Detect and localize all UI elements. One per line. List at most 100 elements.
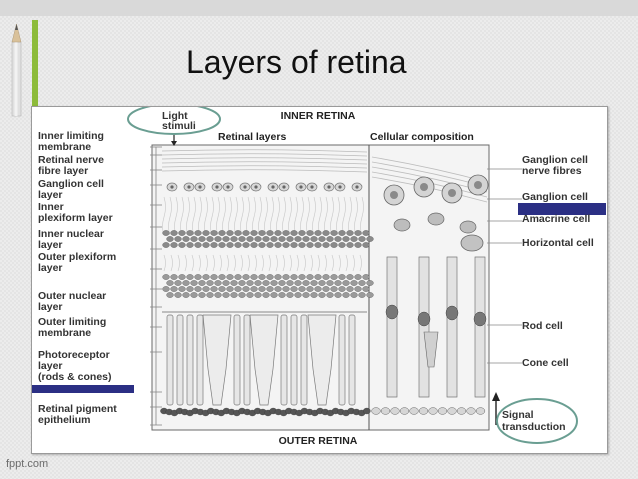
- inner-nuclear-cell: [286, 236, 294, 242]
- plexiform-fibre: [204, 196, 208, 236]
- column-cellular-composition-line: Cellular composition: [370, 131, 474, 143]
- cone-segment: [307, 314, 337, 406]
- inner-nuclear-cell: [226, 242, 234, 248]
- left-layer-label-line: Outer limiting: [38, 316, 106, 328]
- inner-nuclear-cell: [342, 236, 350, 242]
- inner-nuclear-cell: [242, 242, 250, 248]
- header-outer-retina: OUTER RETINA: [279, 435, 358, 447]
- plexiform-fibre: [300, 196, 304, 236]
- outer-nuclear-cell: [242, 286, 250, 292]
- column-retinal-layers-line: Retinal layers: [218, 131, 286, 143]
- inner-nuclear-cell: [314, 242, 322, 248]
- ganglion-nucleus: [170, 185, 174, 189]
- inner-nuclear-cell: [290, 230, 298, 236]
- plexiform-fibre: [228, 196, 232, 236]
- ganglion-nucleus: [215, 185, 219, 189]
- outer-plexiform-fibre: [352, 254, 355, 272]
- inner-nuclear-cell: [234, 230, 242, 236]
- outer-plexiform-fibre: [240, 254, 243, 272]
- cone-segment: [202, 314, 232, 406]
- outer-nuclear-cell: [330, 286, 338, 292]
- left-layer-label-line: plexiform layer: [38, 212, 113, 224]
- column-cellular-composition: Cellular composition: [370, 131, 474, 143]
- inner-nuclear-cell: [182, 236, 190, 242]
- outer-nuclear-cell: [190, 292, 198, 298]
- outer-nuclear-cell: [162, 274, 170, 280]
- inner-nuclear-cell: [290, 242, 298, 248]
- outer-plexiform-fibre: [289, 254, 292, 272]
- footer-text: fppt.com: [6, 458, 49, 470]
- left-layer-label-line: Ganglion cell: [38, 178, 104, 190]
- plexiform-fibre: [186, 196, 190, 236]
- outer-nuclear-cell: [286, 280, 294, 286]
- rod-segment: [348, 314, 356, 406]
- outer-nuclear-cell: [266, 274, 274, 280]
- outer-nuclear-cell: [242, 274, 250, 280]
- ganglion-nucleus: [254, 185, 258, 189]
- outer-nuclear-cell: [178, 274, 186, 280]
- outer-nuclear-cell: [294, 280, 302, 286]
- inner-nuclear-cell: [258, 230, 266, 236]
- outer-nuclear-cell: [190, 280, 198, 286]
- inner-nuclear-cell: [298, 230, 306, 236]
- inner-nuclear-cell: [214, 236, 222, 242]
- inner-nuclear-cell: [198, 236, 206, 242]
- outer-nuclear-cell: [182, 280, 190, 286]
- outer-plexiform-fibre: [205, 254, 208, 272]
- right-cell-label: Amacrine cell: [522, 213, 590, 225]
- inner-nuclear-cell: [322, 230, 330, 236]
- inner-nuclear-cell: [266, 242, 274, 248]
- outer-plexiform-fibre: [177, 254, 180, 272]
- amacrine-cell: [459, 220, 477, 234]
- left-layer-label-line: Retinal pigment: [38, 403, 117, 415]
- outer-nuclear-cell: [206, 292, 214, 298]
- ganglion-nucleus: [243, 185, 247, 189]
- outer-nuclear-cell: [254, 280, 262, 286]
- outer-nuclear-cell: [358, 292, 366, 298]
- outer-nuclear-cell: [186, 274, 194, 280]
- right-cell-label-line: Ganglion cell: [522, 154, 588, 166]
- outer-nuclear-cell: [162, 286, 170, 292]
- outer-nuclear-cell: [210, 274, 218, 280]
- outer-nuclear-cell: [310, 280, 318, 286]
- plexiform-fibre: [336, 196, 340, 236]
- outer-plexiform-fibre: [184, 254, 187, 272]
- inner-nuclear-cell: [362, 242, 370, 248]
- outer-nuclear-cell: [274, 274, 282, 280]
- outer-nuclear-cell: [230, 280, 238, 286]
- plexiform-fibre: [360, 196, 364, 236]
- outer-nuclear-cell: [338, 286, 346, 292]
- rod-segment: [338, 314, 346, 406]
- inner-nuclear-cell: [162, 242, 170, 248]
- inner-nuclear-cell: [266, 230, 274, 236]
- outer-nuclear-cell: [194, 286, 202, 292]
- epithelium-cell: [466, 407, 476, 415]
- outer-nuclear-cell: [202, 286, 210, 292]
- outer-plexiform-fibre: [191, 254, 194, 272]
- plexiform-fibre: [174, 196, 178, 236]
- accent-bar: [32, 20, 38, 115]
- inner-nuclear-cell: [282, 230, 290, 236]
- inner-nuclear-cell: [226, 230, 234, 236]
- outer-nuclear-cell: [250, 274, 258, 280]
- outer-plexiform-fibre: [219, 254, 222, 272]
- ganglion-nucleus: [338, 185, 342, 189]
- rod-segment: [186, 314, 194, 406]
- outer-plexiform-fibre: [303, 254, 306, 272]
- outer-plexiform-fibre: [317, 254, 320, 272]
- outer-nuclear-cell: [290, 274, 298, 280]
- outer-nuclear-cell: [306, 274, 314, 280]
- plexiform-fibre: [168, 196, 172, 236]
- left-layer-label-line: layer: [38, 239, 63, 251]
- plexiform-fibre: [342, 196, 346, 236]
- inner-nuclear-cell: [338, 242, 346, 248]
- photoreceptor-nucleus: [385, 304, 399, 320]
- outer-nuclear-cell: [342, 280, 350, 286]
- plexiform-fibre: [294, 196, 298, 236]
